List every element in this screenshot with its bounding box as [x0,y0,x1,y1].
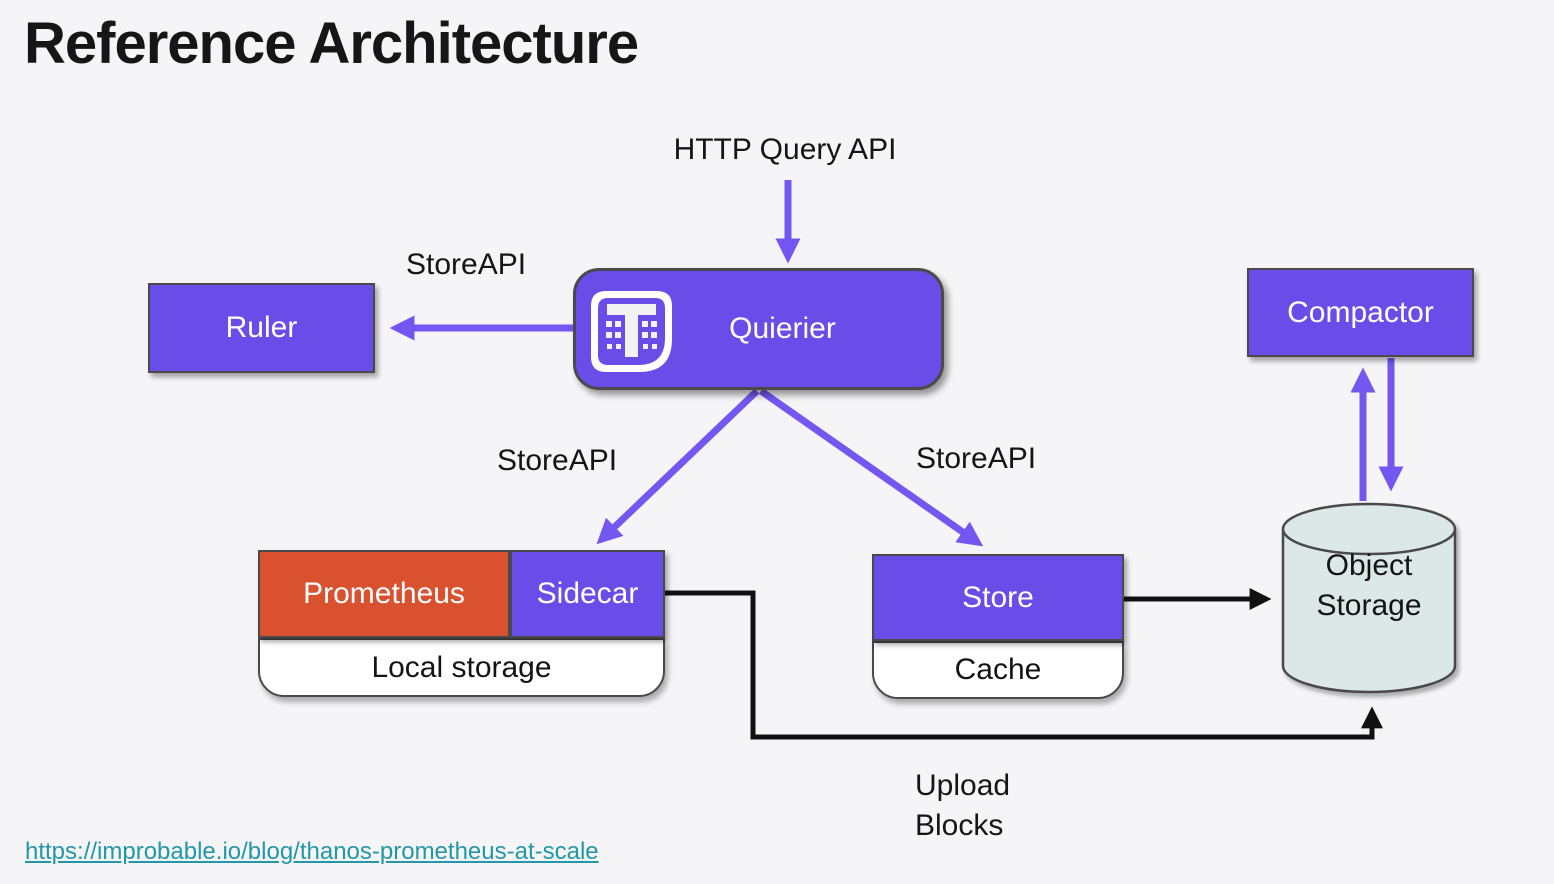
label-storeapi-store: StoreAPI [916,442,1037,475]
node-store-label: Store [962,580,1034,614]
node-sidecar: Sidecar [510,550,665,638]
label-http-query-api: HTTP Query API [673,133,897,166]
page-title: Reference Architecture [24,11,639,76]
node-ruler: Ruler [148,283,375,373]
arrow-querier-to-sidecar [596,388,760,545]
node-querier-label: Quierier [729,312,836,345]
node-prometheus-label: Prometheus [303,577,465,610]
node-prometheus: Prometheus [258,550,510,638]
label-upload-blocks: Upload Blocks [915,769,1011,842]
node-object-storage-label: Object Storage [1316,549,1422,622]
node-local-storage: Local storage [258,638,665,697]
node-ruler-label: Ruler [225,311,298,344]
node-compactor-label: Compactor [1287,295,1434,329]
label-storeapi-sidecar: StoreAPI [497,444,618,477]
node-compactor: Compactor [1247,268,1474,357]
thanos-logo-icon [591,291,672,372]
label-storeapi-ruler: StoreAPI [406,248,527,281]
node-querier: Quierier [573,268,944,390]
source-link[interactable]: https://improbable.io/blog/thanos-promet… [25,838,599,865]
node-sidecar-label: Sidecar [536,577,639,610]
node-cache: Cache [872,641,1124,699]
node-cache-label: Cache [954,653,1042,686]
node-store: Store [872,554,1124,641]
node-local-storage-label: Local storage [371,650,552,684]
